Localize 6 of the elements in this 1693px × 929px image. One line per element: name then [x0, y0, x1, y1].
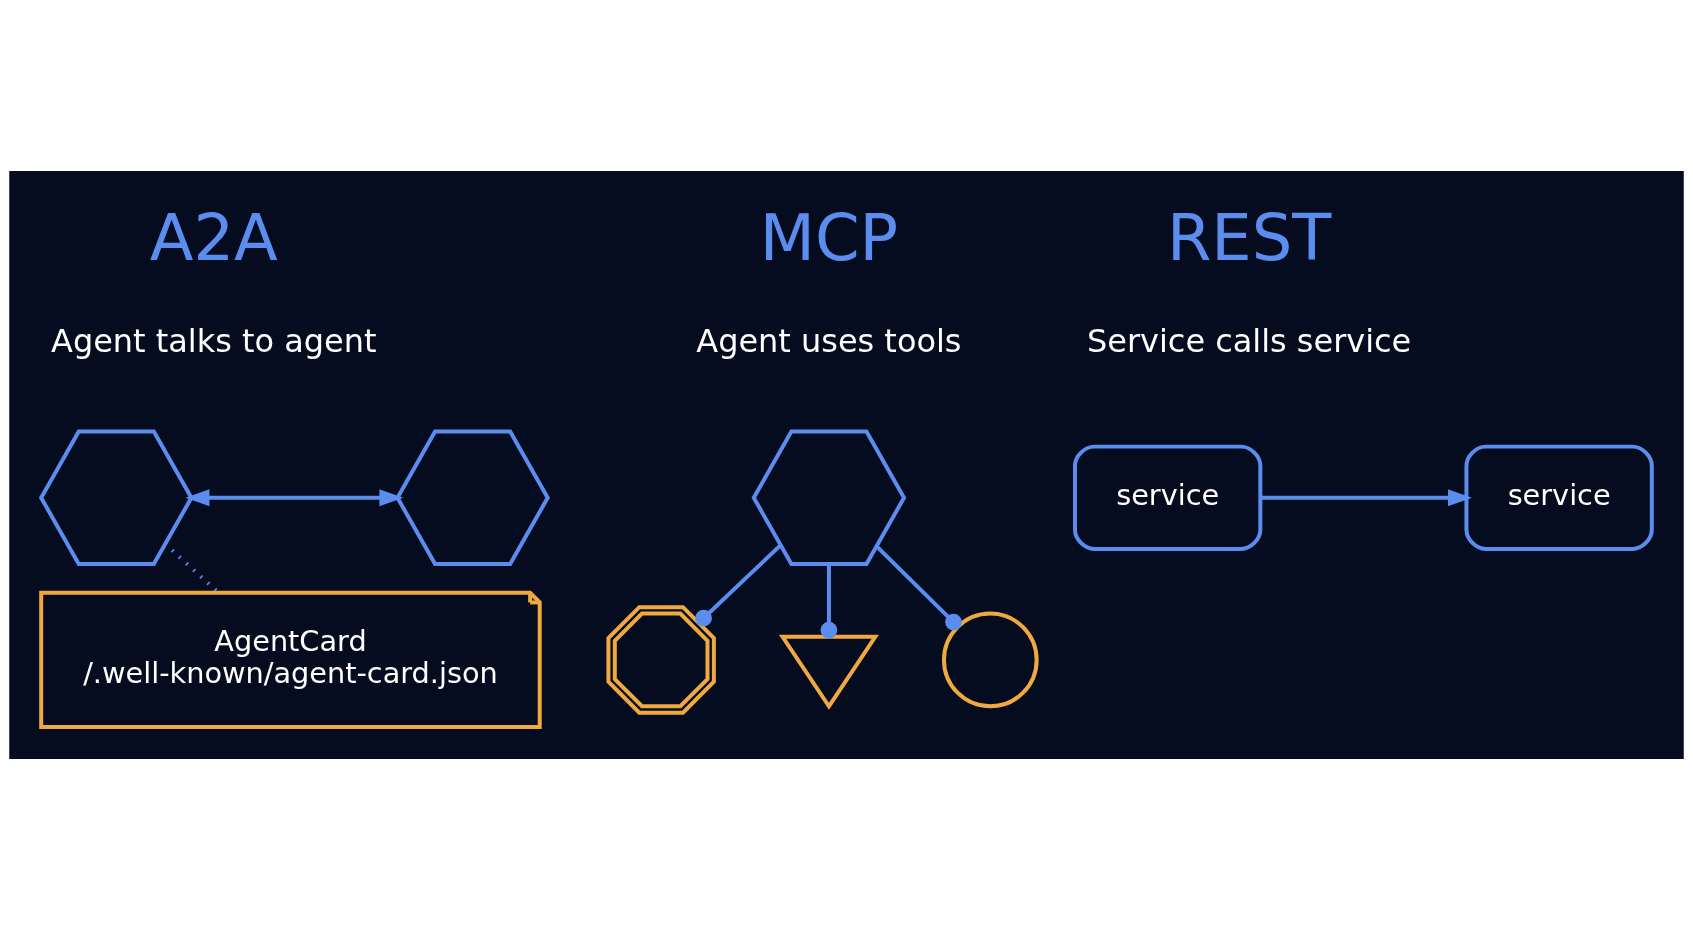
label: A2A [149, 200, 278, 275]
label: MCP [759, 200, 899, 275]
label: Agent uses tools [696, 321, 962, 360]
label: REST [1166, 200, 1332, 275]
label: Service calls service [1087, 321, 1412, 360]
label: Agent talks to agent [51, 321, 377, 360]
